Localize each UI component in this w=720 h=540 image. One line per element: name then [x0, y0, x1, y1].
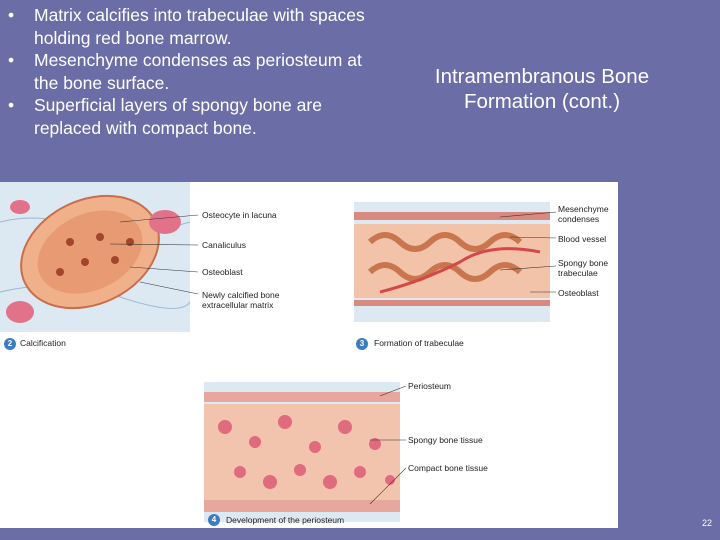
bullet-list: •Matrix calcifies into trabeculae with s…: [8, 4, 368, 139]
panel-periosteum-art: [204, 382, 400, 522]
bullet-item: •Matrix calcifies into trabeculae with s…: [8, 5, 365, 48]
bullet-item: •Superficial layers of spongy bone are r…: [8, 95, 322, 138]
label-canaliculus: Canaliculus: [202, 240, 246, 250]
step-caption-trabeculae: Formation of trabeculae: [374, 338, 464, 348]
label-periosteum: Periosteum: [408, 381, 451, 391]
step-caption-calcification: Calcification: [20, 338, 66, 348]
page-number: 22: [701, 518, 712, 528]
label-osteoblast: Osteoblast: [202, 267, 243, 277]
label-mesenchyme: Mesenchyme condenses: [558, 204, 609, 224]
bone-formation-figure: Osteocyte in lacuna Canaliculus Osteobla…: [0, 182, 618, 528]
bullet-glyph: •: [8, 95, 15, 115]
slide-title: Intramembranous Bone Formation (cont.): [434, 65, 650, 113]
bullet-glyph: •: [8, 50, 15, 70]
label-spongy-bone: Spongy bone tissue: [408, 435, 483, 445]
bullet-glyph: •: [8, 5, 15, 25]
label-compact-bone: Compact bone tissue: [408, 463, 488, 473]
label-calcified-matrix: Newly calcified bone extracellular matri…: [202, 290, 280, 310]
figure-illustration: [0, 182, 557, 522]
label-osteoblast-3: Osteoblast: [558, 288, 599, 298]
leader-lines: [109, 211, 557, 505]
label-trabeculae: Spongy bone trabeculae: [558, 258, 609, 278]
panel-calcification-art: [0, 182, 191, 332]
step-number-2: 2: [4, 338, 16, 350]
bullet-item: •Mesenchyme condenses as periosteum at t…: [8, 50, 362, 93]
panel-trabeculae-art: [354, 202, 550, 322]
step-caption-periosteum: Development of the periosteum: [226, 515, 345, 525]
label-osteocyte: Osteocyte in lacuna: [202, 210, 277, 220]
step-number-3: 3: [356, 338, 368, 350]
label-blood-vessel: Blood vessel: [558, 234, 607, 244]
step-number-4: 4: [208, 514, 220, 526]
